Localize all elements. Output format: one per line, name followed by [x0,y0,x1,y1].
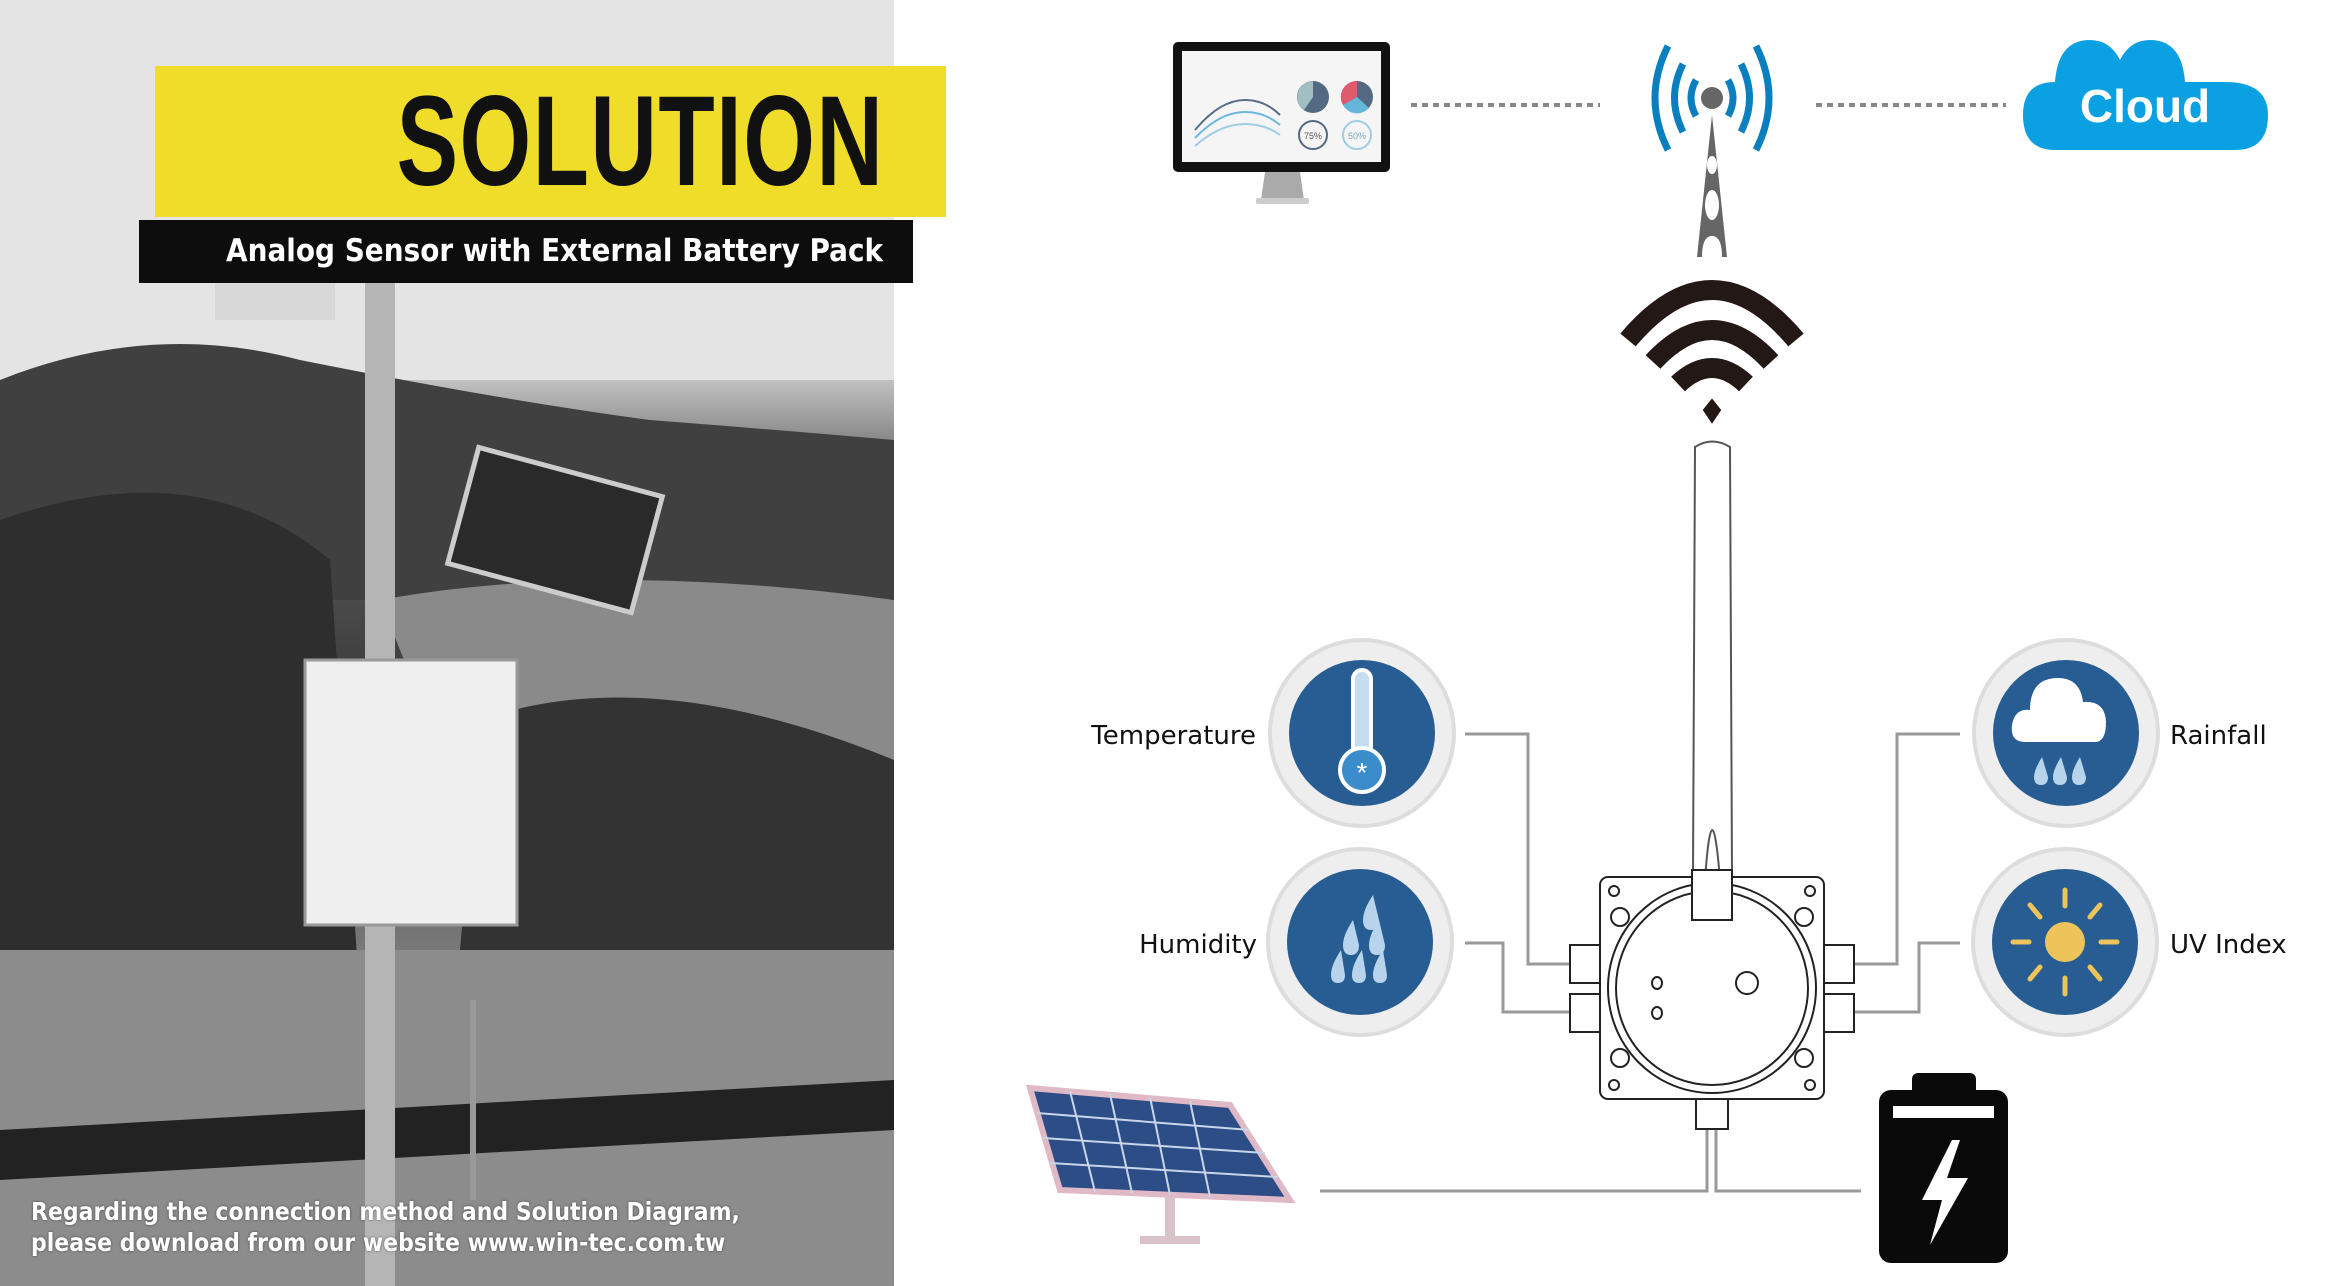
gauge-75: 75% [1304,131,1322,141]
label-rainfall: Rainfall [2170,721,2267,751]
page-subtitle: Analog Sensor with External Battery Pack [225,233,883,269]
sensor-rainfall: Rainfall [1972,638,2267,828]
label-temperature: Temperature [1090,721,1256,751]
thermometer-icon: * [1338,668,1386,794]
rain-cloud-icon [2011,678,2106,785]
cloud-icon: Cloud [2023,40,2268,150]
water-drops-icon [1331,895,1387,983]
cloud-label: Cloud [2080,80,2210,132]
title-banner: SOLUTION [155,66,946,217]
svg-text:*: * [1357,757,1368,788]
subtitle-banner: Analog Sensor with External Battery Pack [139,220,913,283]
sun-icon [2010,887,2120,997]
download-note-line2: please download from our website www.win… [31,1228,726,1257]
battery-charging-icon [1879,1073,2008,1263]
label-uv-index: UV Index [2170,930,2287,960]
sensor-uv-index: UV Index [1971,847,2287,1037]
page-title: SOLUTION [396,70,884,213]
download-note-line1: Regarding the connection method and Solu… [31,1197,740,1226]
sensor-humidity: Humidity [1139,847,1454,1037]
gauge-50: 50% [1348,131,1366,141]
download-note: Regarding the connection method and Solu… [31,1196,740,1258]
label-humidity: Humidity [1139,930,1257,960]
sensor-temperature: * Temperature [1090,638,1456,828]
wifi-icon [1620,280,1804,424]
solar-panel-icon [1025,1084,1296,1244]
monitor-dashboard-icon: 75% 50% [1173,42,1390,204]
data-logger-device [1569,869,1855,1130]
antenna [1691,440,1734,881]
cell-tower-icon [1651,44,1773,257]
sensor-wiring [1320,732,1960,1193]
